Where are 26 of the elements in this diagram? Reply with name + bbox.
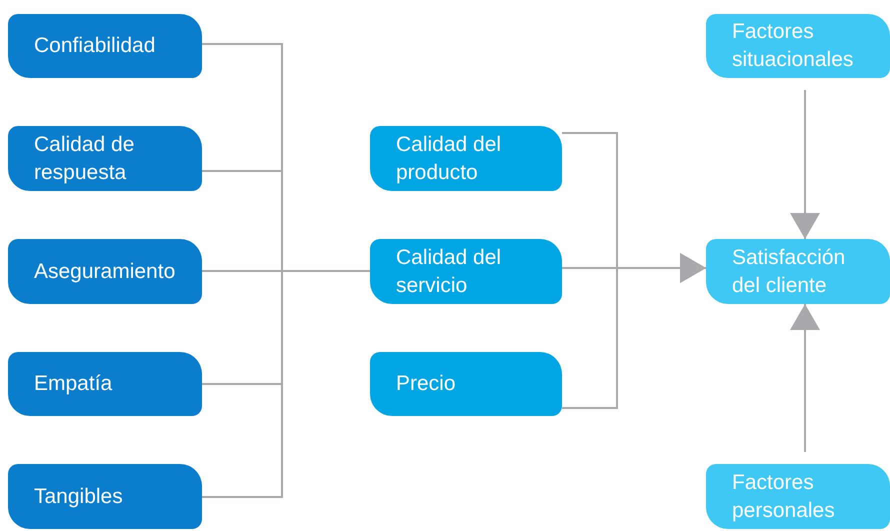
box-label: Tangibles xyxy=(34,484,124,510)
box-label: Aseguramiento xyxy=(34,258,176,284)
rounded-box xyxy=(8,14,202,78)
box-label: Precio xyxy=(396,371,457,397)
box-label: Calidad de respuesta xyxy=(34,132,136,186)
rounded-box xyxy=(706,239,890,304)
box-label: Confiabilidad xyxy=(34,33,156,59)
rounded-box xyxy=(8,239,202,304)
rounded-box xyxy=(370,239,562,304)
box-label: Factores situacionales xyxy=(732,19,854,73)
rounded-box xyxy=(706,14,890,78)
box-label: Calidad del servicio xyxy=(396,244,502,298)
box-label: Satisfacción del cliente xyxy=(732,244,846,298)
connector-line xyxy=(202,270,370,498)
connector-line xyxy=(790,304,820,452)
box-label: Empatía xyxy=(34,371,114,397)
rounded-box xyxy=(8,352,202,416)
rounded-box xyxy=(8,126,202,191)
rounded-box xyxy=(370,126,562,191)
connector-line xyxy=(562,253,706,409)
connector-line xyxy=(790,90,820,239)
rounded-box xyxy=(370,352,562,416)
box-label: Calidad del producto xyxy=(396,132,502,186)
rounded-box xyxy=(706,464,890,529)
box-label: Factores personales xyxy=(732,470,836,524)
rounded-box xyxy=(8,464,202,529)
